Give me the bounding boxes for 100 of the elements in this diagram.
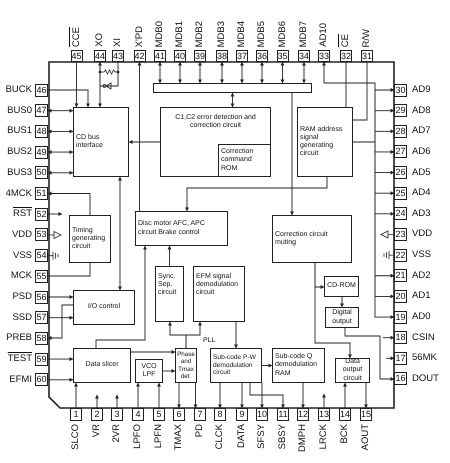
arrow (48, 129, 74, 134)
connector-line (48, 262, 90, 276)
arrow (74, 382, 78, 408)
arrow (128, 140, 160, 144)
pin-label: BUS3 (7, 168, 32, 178)
pin-number: 38 (217, 52, 228, 60)
pin-label: CE (341, 34, 350, 47)
pin-label: XI (113, 38, 122, 47)
arrow (114, 394, 120, 408)
pin-label: SFSY (257, 424, 266, 449)
pin-number: 57 (36, 313, 46, 322)
pin-number: 4 (135, 410, 140, 419)
pin-number: 28 (395, 126, 406, 136)
arrow (184, 176, 328, 212)
arrow (176, 382, 182, 408)
arrow (48, 378, 74, 382)
pin-number: 30 (395, 86, 406, 94)
arrow (193, 382, 198, 408)
arrow (234, 322, 238, 348)
arrow (198, 62, 202, 84)
circuit-block (272, 215, 352, 263)
pin-box (194, 408, 206, 421)
pin-number: 51 (36, 189, 46, 198)
pin-number: 13 (319, 410, 330, 419)
arrow (162, 368, 176, 374)
pin-number: 50 (36, 168, 46, 178)
pin-label: SSD (12, 312, 32, 322)
arrow (94, 394, 100, 408)
arrow (386, 356, 394, 360)
pin-box (173, 408, 185, 421)
arrow (240, 62, 244, 84)
pin-number: 49 (36, 148, 46, 157)
circuit-block (160, 107, 271, 177)
pin-number: 29 (395, 106, 406, 116)
pin-number: 8 (217, 410, 222, 419)
pin-number: 18 (395, 333, 406, 342)
pin-number: 15 (361, 410, 372, 419)
pin-label: VSS (412, 250, 432, 260)
pin-label: EFMI (9, 374, 32, 384)
pin-number: 44 (95, 52, 106, 60)
pin-label: MDB1 (175, 20, 184, 47)
pin-number: 58 (36, 334, 46, 343)
arrow (118, 176, 122, 290)
pin-number: 33 (319, 52, 330, 60)
arrow (48, 357, 74, 362)
arrow (178, 62, 182, 84)
arrow (137, 62, 142, 212)
pin-number: 32 (341, 52, 352, 60)
pin-label: LPFO (133, 424, 142, 449)
arrow (322, 62, 376, 142)
arrow (167, 246, 172, 266)
pin-label: PSD (12, 292, 32, 302)
pin-number: 10 (257, 410, 268, 419)
arrow (48, 108, 74, 113)
pin-label: CSIN (412, 332, 435, 342)
pin-number: 53 (36, 230, 46, 240)
pin-number: 3 (114, 410, 120, 419)
circuit-block (193, 266, 245, 322)
pin-number: 56 (36, 292, 46, 302)
pin-number: 36 (257, 52, 268, 60)
pin-number: 16 (395, 374, 406, 384)
pin-label: DATA (237, 424, 246, 448)
arrow (48, 316, 74, 320)
pin-label: LRCK (319, 424, 328, 450)
pin-label: RST (13, 209, 32, 219)
pin-label: CCE (72, 26, 81, 47)
pin-number: 39 (195, 52, 206, 60)
arrow (48, 150, 74, 154)
arrow (314, 262, 352, 358)
pin-label: MDB7 (299, 20, 308, 47)
arrow (98, 62, 118, 86)
arrow (96, 246, 148, 348)
pin-label: 2VR (112, 424, 122, 442)
pin-label: DMPH (298, 424, 308, 452)
circuit-block (335, 358, 370, 383)
circuit-block (297, 107, 353, 177)
pin-number: 11 (278, 410, 288, 419)
pin-box (91, 408, 103, 421)
pin-label: VSS (12, 250, 32, 260)
pin-number: 20 (395, 292, 406, 301)
arrow (240, 382, 244, 408)
arrow (260, 62, 264, 84)
pin-number: 19 (395, 312, 406, 322)
pin-number: 23 (395, 230, 406, 239)
pin-label: TMAX (174, 424, 184, 450)
pin-label: VDD (412, 229, 432, 239)
pin-number: 34 (299, 52, 310, 60)
pin-number: 59 (36, 354, 46, 364)
arrow (340, 296, 344, 308)
arrow (130, 350, 176, 354)
pin-label: BUS1 (7, 126, 32, 136)
pin-label: MDB0 (155, 20, 164, 47)
circuit-block (73, 107, 129, 177)
pin-label: MDB3 (217, 20, 226, 47)
arrow (364, 382, 368, 408)
arrow (290, 92, 294, 216)
pin-number: 21 (395, 271, 406, 280)
pin-label: MDB4 (237, 20, 246, 47)
arrow (218, 382, 222, 408)
pin-number: 35 (278, 52, 288, 60)
